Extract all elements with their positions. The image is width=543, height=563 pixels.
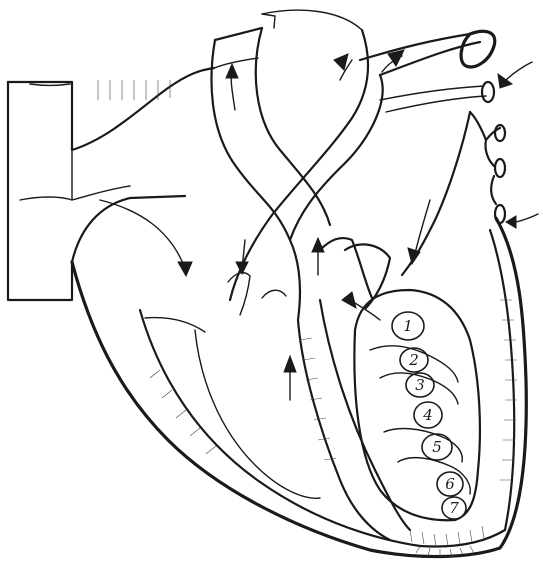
label-2: 2 — [408, 351, 419, 369]
label-3: 3 — [415, 376, 425, 394]
arrow-head — [178, 262, 192, 276]
arrow-head — [334, 54, 348, 70]
arrow-head — [312, 238, 324, 252]
arrow-head — [506, 216, 516, 228]
label-1: 1 — [403, 317, 413, 335]
label-4: 4 — [422, 406, 433, 424]
arrow-head — [236, 262, 248, 274]
arrow-head — [226, 64, 238, 78]
arrow-head — [342, 292, 356, 308]
right-ventricle — [145, 318, 320, 499]
valves — [228, 238, 390, 315]
label-5: 5 — [432, 438, 442, 456]
pulmonary-artery — [212, 10, 362, 320]
label-7: 7 — [449, 499, 459, 517]
arrow-head — [284, 356, 296, 372]
label-6: 6 — [445, 475, 455, 493]
